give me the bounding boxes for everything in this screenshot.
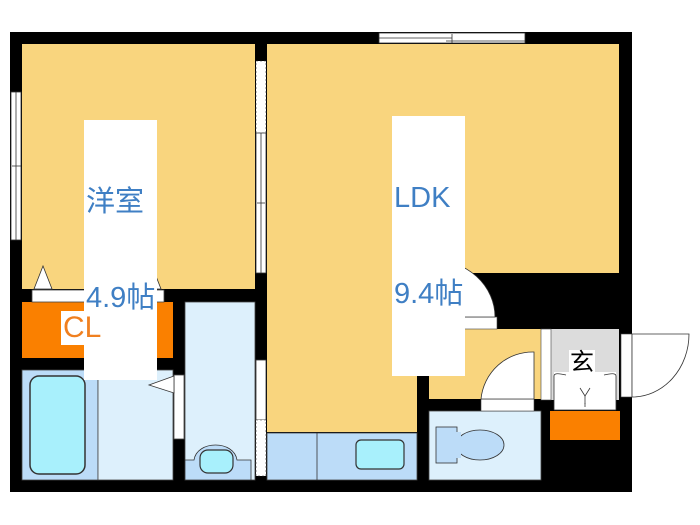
ldk-size: 9.4帖 <box>394 278 464 310</box>
western-room-size: 4.9帖 <box>86 282 156 314</box>
ldk-label: LDK 9.4帖 <box>392 116 466 376</box>
entrance-label: 玄 <box>569 349 595 376</box>
closet-label: CL <box>61 311 104 345</box>
ldk-name: LDK <box>394 182 451 214</box>
western-room-name: 洋室 <box>86 186 145 218</box>
